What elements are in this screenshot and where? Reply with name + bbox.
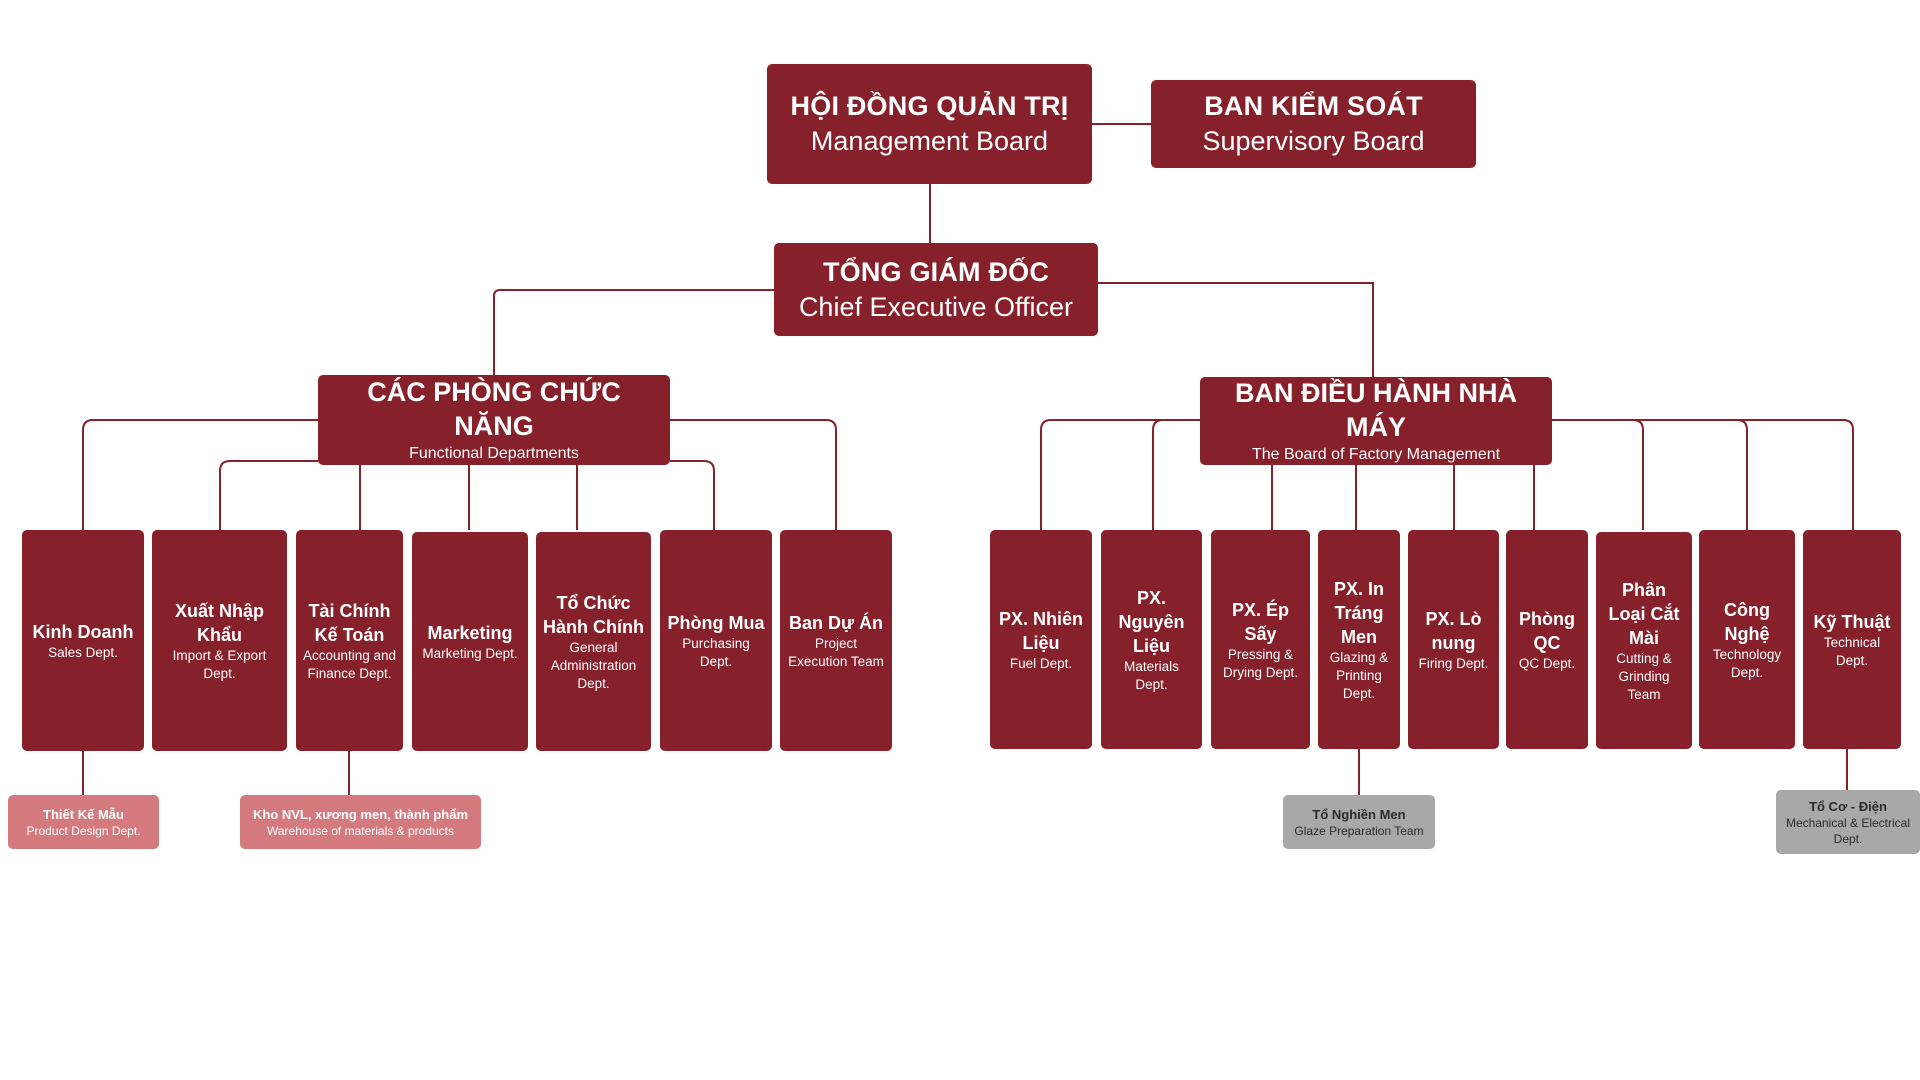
dept-box-firing: PX. Lò nung Firing Dept. [1408,530,1499,749]
supervisory-board-name-en: Supervisory Board [1202,126,1425,156]
subunit-box-mechanical-electrical: Tổ Cơ - Điện Mechanical & Electrical Dep… [1776,790,1920,854]
dept-name-en: Technical Dept. [1823,634,1881,668]
dept-name-en: Materials Dept. [1124,658,1179,692]
dept-name-vi: Phân Loại Cắt Mài [1608,579,1680,648]
dept-box-import-export: Xuất Nhập Khẩu Import & Export Dept. [152,530,287,751]
dept-name-en: Fuel Dept. [1009,655,1073,671]
connector-factory-mid [1152,419,1748,530]
supervisory-board-name-vi: BAN KIỂM SOÁT [1204,91,1423,121]
dept-name-vi: PX. Lò nung [1425,608,1482,653]
supervisory-board-box: BAN KIỂM SOÁT Supervisory Board [1151,80,1476,168]
dept-name-vi: Marketing [427,622,513,643]
subunit-name-vi: Thiết Kế Mẫu [43,806,124,822]
dept-name-vi: Phòng Mua [667,612,765,633]
dept-name-en: Purchasing Dept. [682,635,750,669]
subunit-name-vi: Kho NVL, xương men, thành phẩm [252,806,469,822]
connector-func-inner [219,460,715,530]
connector-factory-inner [1552,419,1644,530]
subunit-name-en: Mechanical & Electrical Dept. [1785,815,1911,846]
dept-name-vi: Xuất Nhập Khẩu [174,600,264,645]
dept-name-en: Accounting and Finance Dept. [302,647,397,681]
dept-name-vi: PX. Nguyên Liệu [1118,587,1185,656]
ceo-name-vi: TỔNG GIÁM ĐỐC [822,256,1050,287]
dept-name-en: QC Dept. [1518,655,1576,671]
functional-departments-name-vi: CÁC PHÒNG CHỨC NĂNG [367,377,621,441]
subunit-name-en: Glaze Preparation Team [1294,823,1424,838]
management-board-box: HỘI ĐỒNG QUẢN TRỊ Management Board [767,64,1092,184]
functional-departments-box: CÁC PHÒNG CHỨC NĂNG Functional Departmen… [318,375,670,465]
dept-name-vi: Kinh Doanh [32,621,134,642]
dept-box-qc: Phòng QC QC Dept. [1506,530,1588,749]
dept-box-general-administration: Tổ Chức Hành Chính General Administratio… [536,532,651,751]
subunit-name-vi: Tổ Nghiền Men [1312,806,1406,822]
dept-box-fuel: PX. Nhiên Liệu Fuel Dept. [990,530,1092,749]
dept-box-project-execution: Ban Dự Án Project Execution Team [780,530,892,751]
connector-ceo-factory [1098,282,1374,377]
management-board-name-en: Management Board [810,126,1049,156]
dept-box-technical: Kỹ Thuật Technical Dept. [1803,530,1901,749]
dept-name-en: Technology Dept. [1712,646,1782,680]
dept-name-vi: Phòng QC [1519,608,1575,653]
dept-name-en: Import & Export Dept. [172,647,267,681]
dept-name-en: Marketing Dept. [422,645,518,661]
dept-name-vi: PX. In Tráng Men [1333,578,1384,647]
dept-box-sales: Kinh Doanh Sales Dept. [22,530,144,751]
dept-name-vi: Ban Dự Án [788,612,884,633]
connector-func-center [359,465,578,530]
connector-factory-outer [1040,419,1854,530]
ceo-name-en: Chief Executive Officer [798,291,1074,322]
dept-box-materials: PX. Nguyên Liệu Materials Dept. [1101,530,1202,749]
management-board-name-vi: HỘI ĐỒNG QUẢN TRỊ [790,91,1069,121]
dept-name-en: Glazing & Printing Dept. [1329,649,1389,701]
subunit-name-vi: Tổ Cơ - Điện [1809,798,1887,814]
dept-name-en: Pressing & Drying Dept. [1222,646,1299,680]
connector-func-outer [82,419,837,530]
dept-box-marketing: Marketing Marketing Dept. [412,532,528,751]
subunit-box-warehouse: Kho NVL, xương men, thành phẩm Warehouse… [240,795,481,849]
factory-management-name-vi: BAN ĐIỀU HÀNH NHÀ MÁY [1235,378,1517,442]
dept-box-pressing-drying: PX. Ép Sấy Pressing & Drying Dept. [1211,530,1310,749]
connector-ceo-functional [493,289,774,375]
dept-box-purchasing: Phòng Mua Purchasing Dept. [660,530,772,751]
dept-name-en: Cutting & Grinding Team [1616,650,1672,702]
dept-box-glazing-printing: PX. In Tráng Men Glazing & Printing Dept… [1318,530,1400,749]
subunit-name-en: Warehouse of materials & products [267,823,454,838]
dept-name-en: Sales Dept. [48,644,118,660]
subunit-box-glaze-preparation: Tổ Nghiền Men Glaze Preparation Team [1283,795,1435,849]
dept-name-vi: Kỹ Thuật [1813,611,1891,632]
dept-name-en: Project Execution Team [788,635,884,669]
dept-box-cutting-grinding: Phân Loại Cắt Mài Cutting & Grinding Tea… [1596,532,1692,749]
dept-name-vi: PX. Nhiên Liệu [998,608,1083,653]
dept-box-accounting-finance: Tài Chính Kế Toán Accounting and Finance… [296,530,403,751]
dept-name-vi: Tài Chính Kế Toán [308,600,391,645]
connector-factory-center [1271,465,1535,530]
dept-name-vi: PX. Ép Sấy [1231,599,1289,644]
subunit-box-product-design: Thiết Kế Mẫu Product Design Dept. [8,795,159,849]
dept-name-en: Firing Dept. [1418,655,1489,671]
functional-departments-name-en: Functional Departments [409,445,579,462]
dept-name-vi: Công Nghệ [1724,599,1770,644]
dept-name-vi: Tổ Chức Hành Chính [543,592,644,637]
subunit-name-en: Product Design Dept. [26,823,141,838]
dept-name-en: General Administration Dept. [550,639,637,691]
ceo-box: TỔNG GIÁM ĐỐC Chief Executive Officer [774,243,1098,336]
factory-management-name-en: The Board of Factory Management [1251,446,1501,463]
dept-box-technology: Công Nghệ Technology Dept. [1699,530,1795,749]
factory-management-box: BAN ĐIỀU HÀNH NHÀ MÁY The Board of Facto… [1200,377,1552,465]
